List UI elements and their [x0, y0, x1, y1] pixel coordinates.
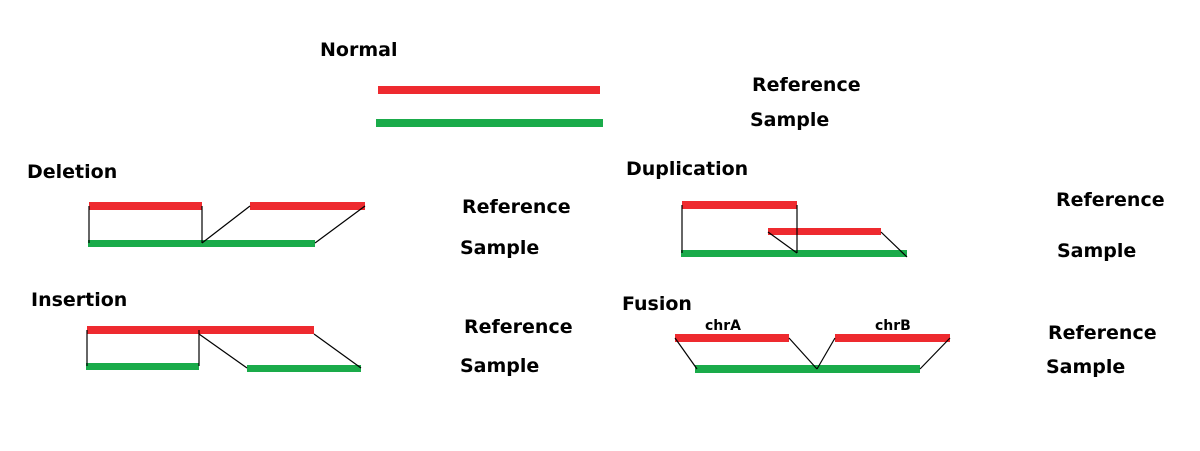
duplication-title: Duplication [626, 158, 748, 180]
fusion-connector [674, 337, 698, 370]
deletion-sample-bar [88, 240, 315, 247]
fusion-sample-bar [695, 365, 920, 373]
fusion-chr-a-label: chrA [705, 318, 741, 334]
fusion-title: Fusion [622, 293, 692, 315]
panel-duplication: Duplication Reference Sample [626, 158, 1165, 262]
duplication-duplicated-bar [768, 228, 881, 235]
deletion-reference-bar-left [89, 202, 202, 210]
deletion-reference-label: Reference [462, 196, 571, 218]
normal-sample-label: Sample [750, 109, 829, 131]
panel-normal: Normal Reference Sample [320, 39, 861, 131]
panel-fusion: Fusion chrA chrB Reference Sample [622, 293, 1157, 378]
duplication-reference-label: Reference [1056, 189, 1165, 211]
duplication-sample-bar [681, 250, 907, 257]
fusion-connector [816, 337, 836, 370]
fusion-reference-bar-chr-b [835, 334, 950, 342]
panel-insertion: Insertion Reference Sample [31, 289, 573, 377]
deletion-title: Deletion [27, 161, 117, 183]
fusion-connector [788, 337, 818, 370]
deletion-reference-bar-right [250, 202, 365, 210]
deletion-sample-label: Sample [460, 237, 539, 259]
normal-reference-bar [378, 86, 600, 94]
normal-reference-label: Reference [752, 74, 861, 96]
deletion-connector [201, 205, 251, 244]
duplication-connector [880, 231, 908, 258]
insertion-sample-label: Sample [460, 355, 539, 377]
insertion-sample-bar-right [247, 365, 361, 372]
normal-title: Normal [320, 39, 397, 61]
insertion-connector [198, 333, 248, 369]
insertion-connector [313, 333, 362, 369]
fusion-connector [919, 337, 951, 370]
duplication-connector [767, 231, 798, 254]
fusion-reference-bar-chr-a [675, 334, 789, 342]
duplication-reference-bar [682, 201, 797, 209]
deletion-connector [314, 205, 366, 244]
duplication-sample-label: Sample [1057, 240, 1136, 262]
normal-sample-bar [376, 119, 603, 127]
insertion-sample-bar-left [86, 363, 199, 370]
insertion-title: Insertion [31, 289, 127, 311]
fusion-reference-label: Reference [1048, 322, 1157, 344]
insertion-reference-bar [87, 326, 314, 334]
panel-deletion: Deletion Reference Sample [27, 161, 571, 259]
fusion-chr-b-label: chrB [875, 318, 911, 334]
insertion-reference-label: Reference [464, 316, 573, 338]
fusion-sample-label: Sample [1046, 356, 1125, 378]
